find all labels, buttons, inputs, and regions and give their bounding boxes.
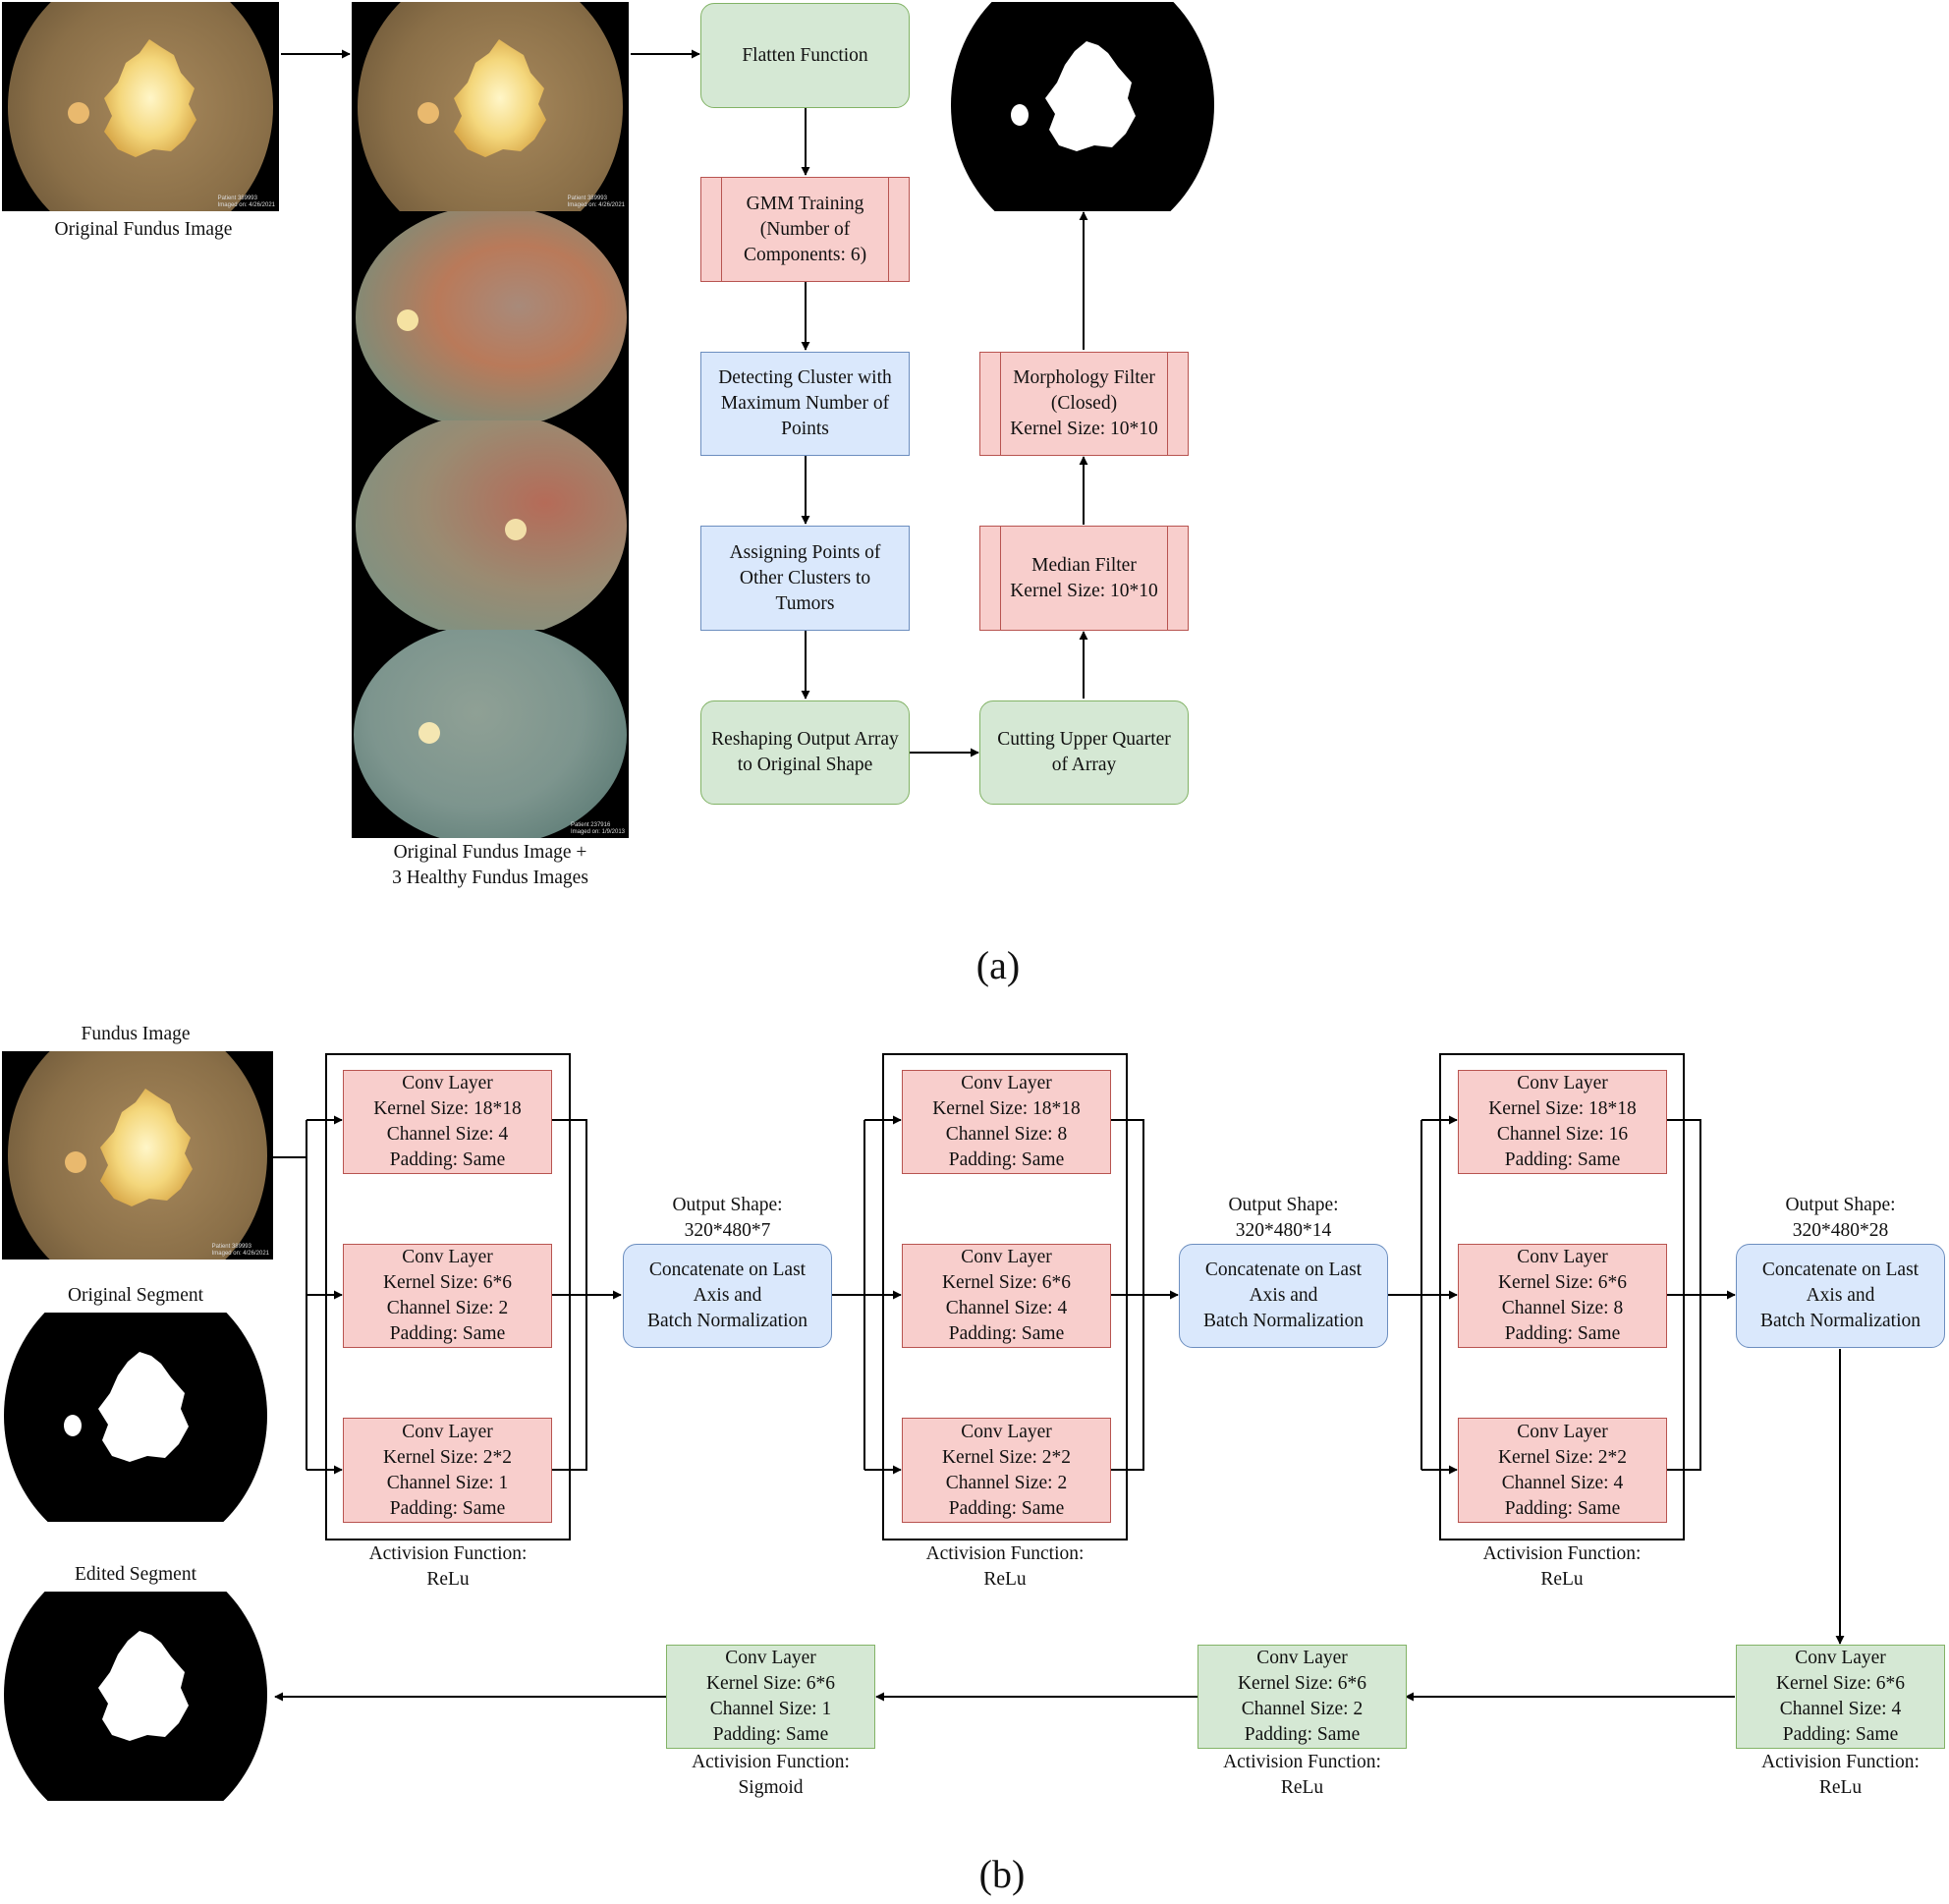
decoder-conv-2-activation: Activision Function:ReLu	[1223, 1752, 1381, 1798]
panel-b-label: (b)	[978, 1852, 1026, 1896]
caption-stack: Original Fundus Image + 3 Healthy Fundus…	[392, 842, 588, 888]
decoder-conv-1-activation: Activision Function:ReLu	[1761, 1752, 1920, 1798]
conv-block-2-frame	[882, 1053, 1128, 1540]
block3-activation: Activision Function:ReLu	[1482, 1543, 1642, 1590]
original-segment-image	[2, 1313, 269, 1522]
median-filter-box: Median Filter Kernel Size: 10*10	[979, 526, 1189, 631]
morphology-filter-box: Morphology Filter (Closed) Kernel Size: …	[979, 352, 1189, 456]
caption-edited-segment: Edited Segment	[74, 1564, 197, 1585]
block1-activation: Activision Function:ReLu	[368, 1543, 528, 1590]
arrow-input-to-block1	[273, 1156, 307, 1470]
panel-a-label: (a)	[975, 943, 1021, 987]
tumor-lesion	[68, 39, 196, 157]
gmm-training-box: GMM Training (Number of Components: 6)	[700, 177, 910, 282]
caption-fundus-image: Fundus Image	[81, 1024, 191, 1044]
block1-output-shape: Output Shape:320*480*7	[672, 1195, 783, 1241]
stack-image-healthy-2	[352, 420, 629, 630]
detect-cluster-box: Detecting Cluster with Maximum Number of…	[700, 352, 910, 456]
block3-output-shape: Output Shape:320*480*28	[1785, 1195, 1896, 1241]
stack-image-healthy-1	[352, 211, 629, 420]
caption-original-segment: Original Segment	[67, 1285, 204, 1306]
result-mask-image	[949, 2, 1216, 211]
flatten-function-box: Flatten Function	[700, 3, 910, 108]
edited-segment-image	[2, 1592, 269, 1801]
block2-output-shape: Output Shape:320*480*14	[1228, 1195, 1339, 1241]
block2-activation: Activision Function:ReLu	[925, 1543, 1085, 1590]
assign-points-box: Assigning Points of Other Clusters to Tu…	[700, 526, 910, 631]
cutting-upper-quarter-box: Cutting Upper Quarter of Array	[979, 700, 1189, 805]
conv-block-1-frame	[325, 1053, 571, 1540]
conv-block-3-frame	[1439, 1053, 1685, 1540]
reshape-output-box: Reshaping Output Array to Original Shape	[700, 700, 910, 805]
decoder-conv-3-activation: Activision Function:Sigmoid	[692, 1752, 850, 1798]
caption-original-fundus: Original Fundus Image	[54, 219, 233, 240]
